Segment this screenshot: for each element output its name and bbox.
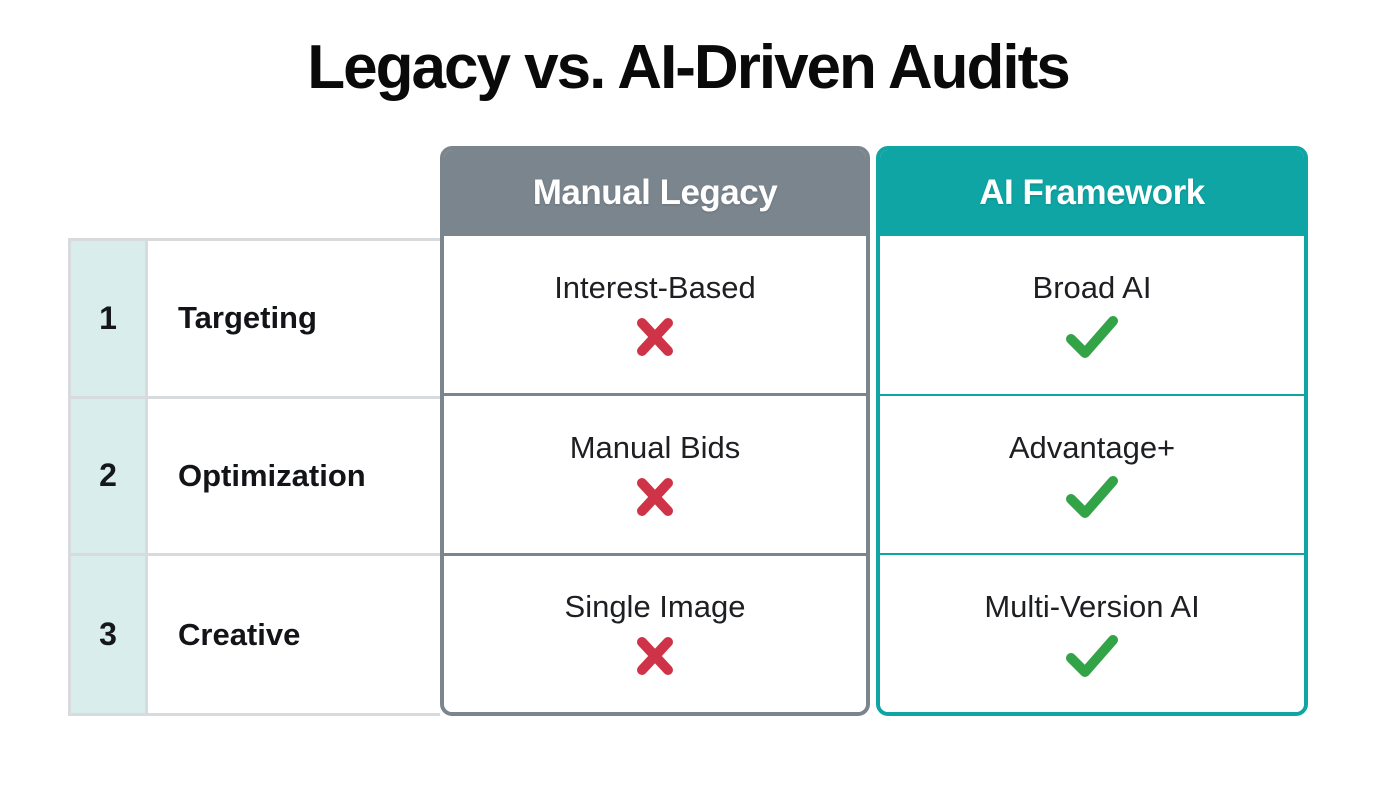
cross-icon: [637, 637, 673, 676]
row-category-targeting: Targeting: [148, 241, 440, 399]
row-category-optimization: Optimization: [148, 398, 440, 556]
row-category-creative: Creative: [148, 555, 440, 714]
manual-cell-text: Single Image: [564, 589, 746, 625]
manual-cell-text: Manual Bids: [569, 429, 741, 465]
manual-cell-text: Interest-Based: [554, 270, 756, 306]
comparison-table: 1 Targeting 2 Optimization 3 Creative Ma…: [68, 146, 1308, 717]
ai-cell-text: Advantage+: [1008, 429, 1176, 465]
ai-cell-targeting: Broad AI: [880, 236, 1304, 394]
category-table: 1 Targeting 2 Optimization 3 Creative: [68, 238, 440, 717]
column-manual-legacy: Manual Legacy Interest-Based Manual Bids…: [440, 146, 870, 717]
manual-cell-targeting: Interest-Based: [444, 236, 866, 393]
check-icon: [1066, 316, 1118, 359]
ai-cell-text: Multi-Version AI: [984, 589, 1200, 624]
column-ai-framework: AI Framework Broad AI Advantage+ Multi-V…: [876, 146, 1308, 717]
page-title: Legacy vs. AI-Driven Audits: [307, 33, 1070, 102]
cross-icon: [637, 477, 673, 516]
check-icon: [1066, 635, 1118, 677]
manual-cell-optimization: Manual Bids: [444, 392, 866, 553]
ai-cell-optimization: Advantage+: [880, 393, 1304, 553]
column-header-manual-legacy: Manual Legacy: [444, 150, 866, 237]
cross-icon: [637, 318, 673, 357]
ai-cell-creative: Multi-Version AI: [880, 552, 1304, 713]
manual-cell-creative: Single Image: [444, 552, 866, 713]
ai-cell-text: Broad AI: [1032, 270, 1152, 306]
check-icon: [1066, 475, 1118, 518]
row-number: 1: [71, 241, 148, 399]
column-header-ai-framework: AI Framework: [880, 150, 1304, 237]
row-number: 3: [71, 555, 148, 714]
row-number: 2: [71, 398, 148, 556]
